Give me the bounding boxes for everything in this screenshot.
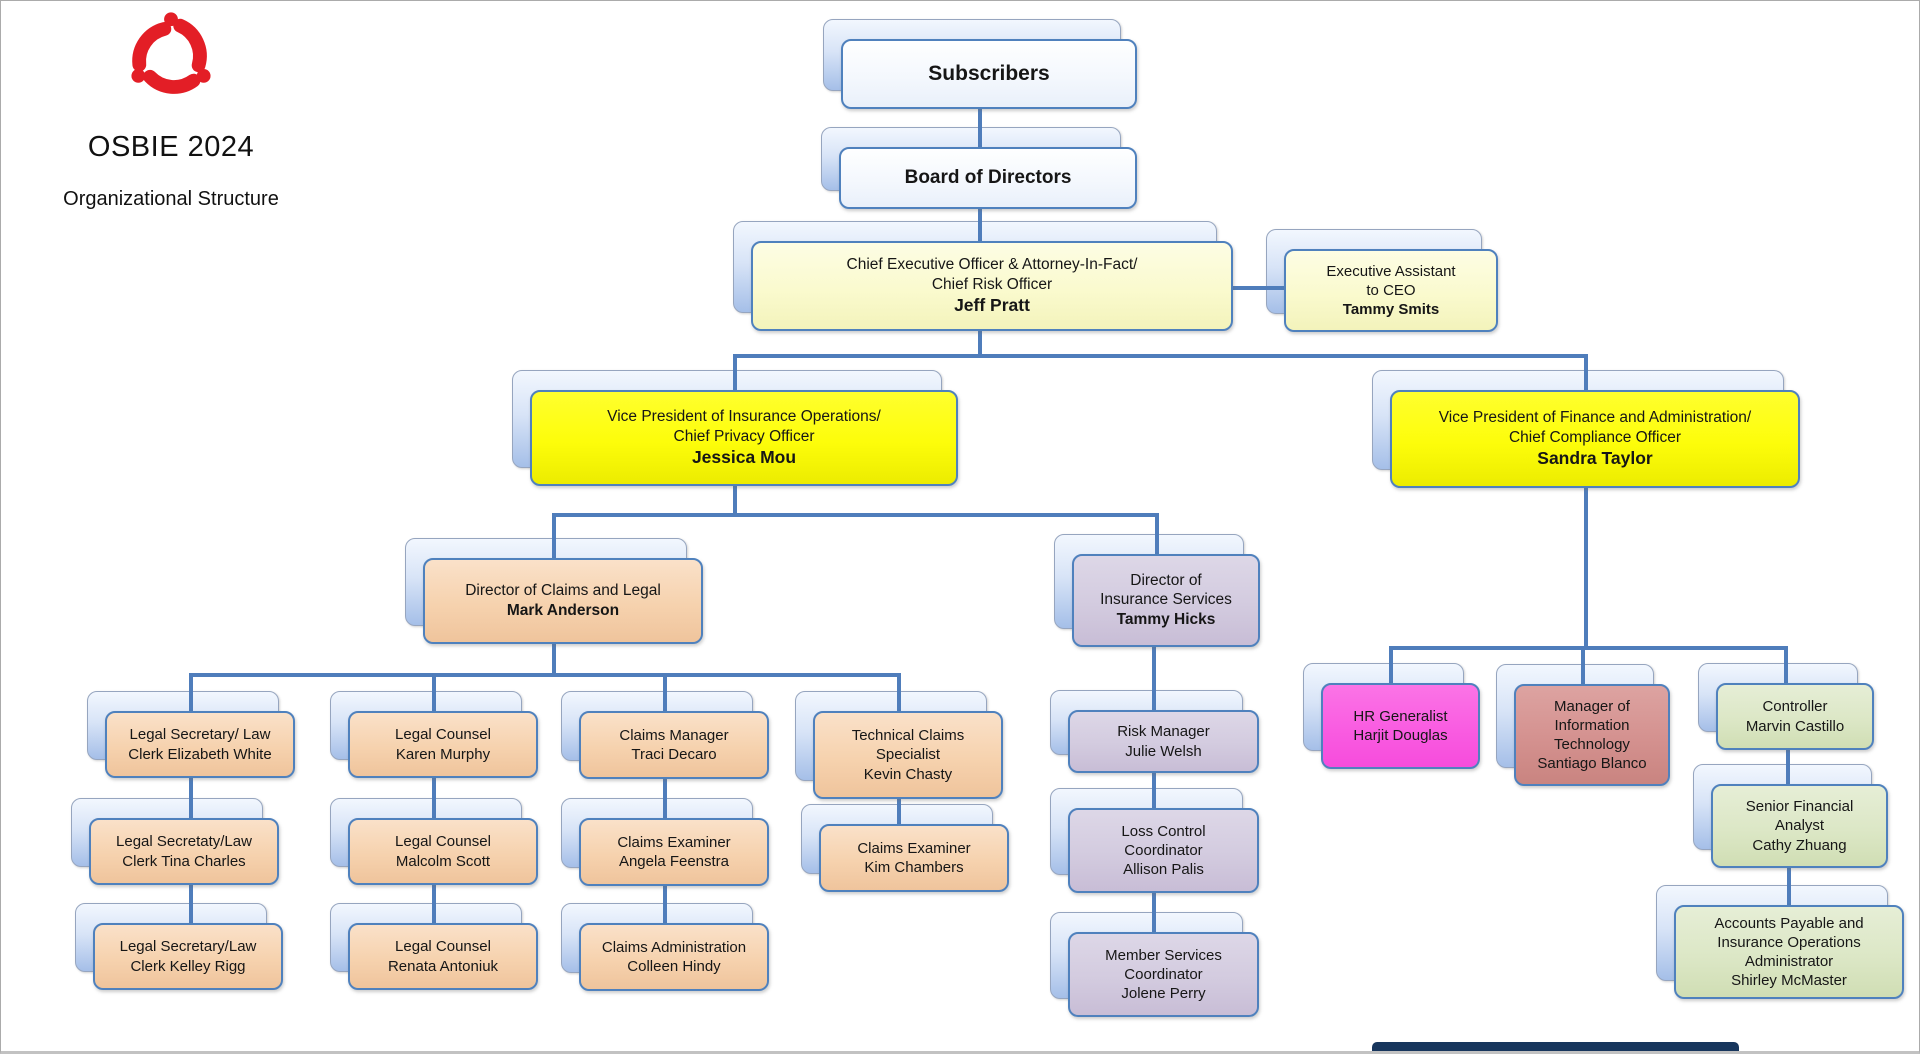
- connector-mid-v1: [1152, 773, 1156, 812]
- org-node-claims-examiner-angela-feenstra: Claims Examiner Angela Feenstra: [561, 798, 769, 886]
- org-node-legal-counsel-malcolm-scott: Legal Counsel Malcolm Scott: [330, 798, 538, 885]
- org-node-ceo: Chief Executive Officer & Attorney-In-Fa…: [733, 221, 1233, 331]
- connector-dirins-down: [1152, 647, 1156, 714]
- node-title: Accounts Payable and Insurance Operation…: [1714, 914, 1864, 990]
- node-title: Risk Manager Julie Welsh: [1117, 723, 1210, 760]
- connector-col3-v2: [663, 886, 667, 927]
- page-subtitle: Organizational Structure: [63, 188, 279, 211]
- node-title: Claims Examiner Kim Chambers: [857, 839, 971, 876]
- connector-board-ceo: [978, 209, 982, 245]
- org-node-senior-financial-analyst-cathy-zhuang: Senior Financial Analyst Cathy Zhuang: [1693, 764, 1888, 868]
- connector-vp-split: [733, 354, 1588, 358]
- org-node-director-insurance-services: Director of Insurance Services Tammy Hic…: [1054, 534, 1260, 647]
- org-node-legal-secretary-kelley-rigg: Legal Secretary/Law Clerk Kelley Rigg: [75, 903, 283, 990]
- connector-dir-split: [552, 513, 1159, 517]
- node-title: Controller Marvin Castillo: [1745, 698, 1845, 735]
- node-title: Claims Administration Colleen Hindy: [601, 938, 747, 975]
- brand-block: OSBIE 2024 Organizational Structure: [31, 11, 311, 211]
- connector-col2-v1: [432, 778, 436, 822]
- connector-fin-split: [1389, 646, 1788, 650]
- node-title: Technical Claims Specialist Kevin Chasty: [851, 727, 965, 783]
- osbie-logo-icon: [131, 12, 211, 94]
- org-node-technical-claims-specialist-kevin-chasty: Technical Claims Specialist Kevin Chasty: [795, 691, 1003, 799]
- connector-col3-drop: [663, 673, 667, 715]
- org-node-risk-manager-julie-welsh: Risk Manager Julie Welsh: [1050, 690, 1259, 773]
- connector-mid-v2: [1152, 893, 1156, 936]
- node-title: Claims Manager Traci Decaro: [619, 726, 729, 763]
- connector-ceo-down: [978, 331, 982, 358]
- node-title: Claims Examiner Angela Feenstra: [617, 833, 731, 870]
- connector-vpfin-down: [1584, 488, 1588, 650]
- node-title: Board of Directors: [904, 166, 1072, 188]
- org-node-loss-control-coordinator-allison-palis: Loss Control Coordinator Allison Palis: [1050, 788, 1259, 893]
- connector-ceo-exec-assistant: [1233, 286, 1291, 290]
- node-person: Tammy Hicks: [1116, 611, 1216, 629]
- org-node-claims-examiner-kim-chambers: Claims Examiner Kim Chambers: [801, 804, 1009, 892]
- connector-col4-v1: [897, 799, 901, 828]
- connector-it-drop: [1581, 646, 1585, 688]
- node-title: Senior Financial Analyst Cathy Zhuang: [1745, 798, 1854, 854]
- connector-controller-sfa: [1786, 750, 1790, 788]
- page-title: OSBIE 2024: [87, 131, 255, 163]
- node-title: Director of Insurance Services: [1100, 571, 1232, 609]
- node-person: Sandra Taylor: [1537, 448, 1653, 469]
- node-title: Vice President of Finance and Administra…: [1438, 408, 1752, 446]
- node-title: Legal Secretary/Law Clerk Kelley Rigg: [119, 938, 257, 975]
- connector-col2-v2: [432, 885, 436, 927]
- connector-vpins-drop: [733, 354, 737, 394]
- org-node-director-claims-legal: Director of Claims and Legal Mark Anders…: [405, 538, 703, 644]
- connector-subscribers-board: [978, 109, 982, 151]
- connector-controller-drop: [1784, 646, 1788, 687]
- node-person: Jessica Mou: [691, 447, 797, 468]
- org-node-legal-secretary-tina-charles: Legal Secretaty/Law Clerk Tina Charles: [71, 798, 279, 885]
- node-title: Member Services Coordinator Jolene Perry: [1105, 946, 1222, 1003]
- node-title: Legal Secretary/ Law Clerk Elizabeth Whi…: [128, 726, 272, 763]
- connector-claims-split: [189, 673, 901, 677]
- org-node-it-manager-santiago-blanco: Manager of Information Technology Santia…: [1496, 664, 1670, 786]
- node-title: Manager of Information Technology Santia…: [1537, 697, 1647, 773]
- node-title: Loss Control Coordinator Allison Palis: [1121, 822, 1206, 879]
- org-node-hr-generalist-harjit-douglas: HR Generalist Harjit Douglas: [1303, 663, 1480, 769]
- connector-col1-v1: [189, 778, 193, 822]
- connector-vpfin-drop: [1584, 354, 1588, 394]
- bottom-navy-bar: [1372, 1042, 1739, 1051]
- org-node-member-services-coordinator-jolene-perry: Member Services Coordinator Jolene Perry: [1050, 912, 1259, 1017]
- org-node-vp-insurance-operations: Vice President of Insurance Operations/ …: [512, 370, 958, 486]
- connector-sfa-ap: [1787, 868, 1791, 909]
- org-node-subscribers: Subscribers: [823, 19, 1137, 109]
- org-node-claims-manager-traci-decaro: Claims Manager Traci Decaro: [561, 691, 769, 779]
- connector-dirclaims-drop: [552, 513, 556, 562]
- org-node-legal-counsel-karen-murphy: Legal Counsel Karen Murphy: [330, 691, 538, 778]
- org-node-controller-marvin-castillo: Controller Marvin Castillo: [1698, 663, 1874, 750]
- org-node-claims-administration-colleen-hindy: Claims Administration Colleen Hindy: [561, 903, 769, 991]
- node-title: Vice President of Insurance Operations/ …: [607, 407, 881, 445]
- connector-col2-drop: [432, 673, 436, 715]
- org-node-legal-counsel-renata-antoniuk: Legal Counsel Renata Antoniuk: [330, 903, 538, 990]
- connector-col3-v1: [663, 779, 667, 822]
- node-title: Executive Assistant to CEO: [1326, 262, 1456, 299]
- node-title: Chief Executive Officer & Attorney-In-Fa…: [846, 255, 1138, 293]
- node-title: Subscribers: [928, 61, 1050, 85]
- node-person: Mark Anderson: [506, 601, 620, 619]
- node-title: HR Generalist Harjit Douglas: [1353, 707, 1448, 744]
- connector-col4-drop: [897, 673, 901, 715]
- org-node-vp-finance-administration: Vice President of Finance and Administra…: [1372, 370, 1800, 488]
- connector-col1-v2: [189, 885, 193, 927]
- org-node-legal-secretary-elizabeth-white: Legal Secretary/ Law Clerk Elizabeth Whi…: [87, 691, 295, 778]
- node-title: Legal Secretaty/Law Clerk Tina Charles: [116, 833, 252, 870]
- node-title: Legal Counsel Renata Antoniuk: [387, 938, 499, 975]
- org-node-exec-assistant: Executive Assistant to CEO Tammy Smits: [1266, 229, 1498, 332]
- node-person: Tammy Smits: [1342, 300, 1440, 318]
- node-title: Legal Counsel Malcolm Scott: [395, 833, 491, 870]
- org-node-accounts-payable-admin-shirley-mcmaster: Accounts Payable and Insurance Operation…: [1656, 885, 1904, 999]
- connector-dirclaims-down: [552, 644, 556, 675]
- connector-dirins-drop: [1155, 513, 1159, 558]
- org-node-board-of-directors: Board of Directors: [821, 127, 1137, 209]
- connector-col1-drop: [189, 673, 193, 715]
- node-person: Jeff Pratt: [954, 295, 1030, 316]
- node-title: Director of Claims and Legal: [465, 582, 661, 600]
- node-title: Legal Counsel Karen Murphy: [395, 726, 491, 763]
- connector-vpins-down: [733, 486, 737, 517]
- connector-hr-drop: [1389, 646, 1393, 687]
